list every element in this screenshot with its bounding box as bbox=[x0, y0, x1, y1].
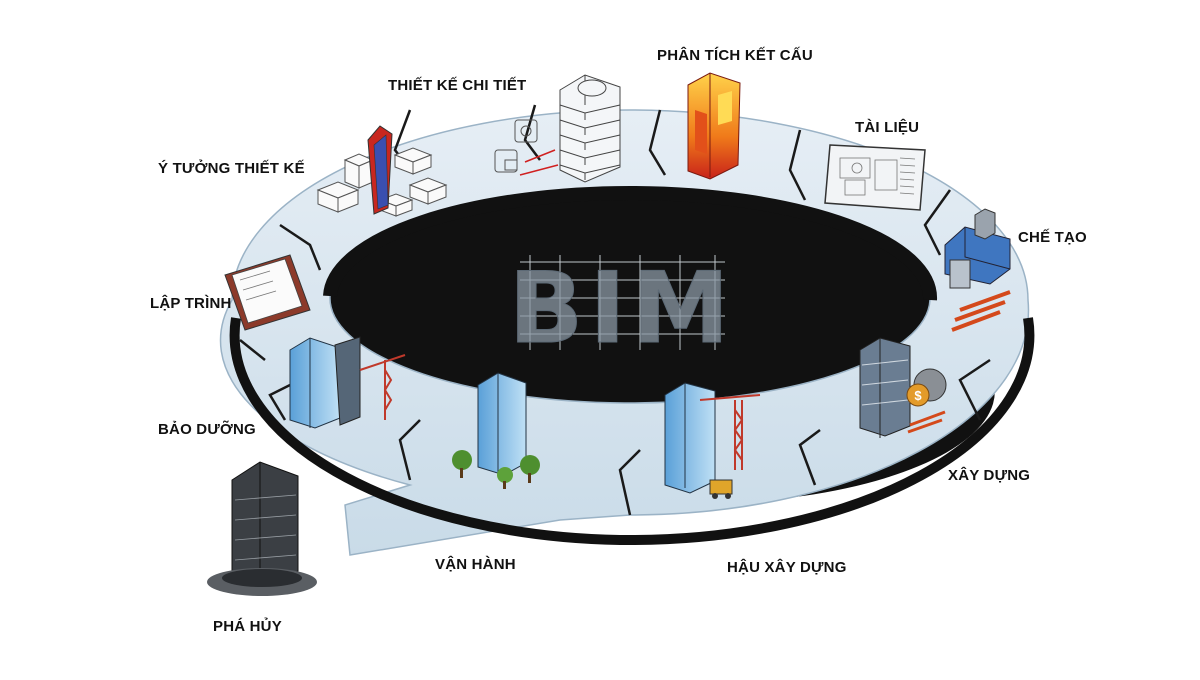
label-phan-tich-ket-cau: PHÂN TÍCH KẾT CẤU bbox=[657, 47, 813, 64]
ring-outer-edge bbox=[229, 317, 1035, 546]
tree-icon bbox=[452, 450, 540, 489]
dollar-icon: $ bbox=[914, 388, 922, 403]
label-van-hanh: VẬN HÀNH bbox=[435, 556, 516, 573]
label-y-tuong-thiet-ke: Ý TƯỞNG THIẾT KẾ bbox=[158, 160, 305, 177]
detailed-design-icon bbox=[494, 74, 621, 183]
demolition-icon bbox=[207, 461, 317, 596]
label-che-tao: CHẾ TẠO bbox=[1018, 229, 1087, 246]
segment-dividers bbox=[239, 104, 991, 516]
lifecycle-ring bbox=[219, 104, 1035, 556]
concept-massing-icon bbox=[316, 125, 448, 217]
bim-logo: BIM bbox=[508, 252, 736, 367]
construction-cost-icon: $ bbox=[859, 337, 947, 438]
label-hau-xay-dung: HẬU XÂY DỰNG bbox=[727, 559, 847, 576]
label-lap-trinh: LẬP TRÌNH bbox=[150, 295, 232, 312]
maintenance-icon bbox=[289, 336, 406, 429]
label-thiet-ke-chi-tiet: THIẾT KẾ CHI TIẾT bbox=[388, 77, 527, 94]
ring-inner-rim bbox=[323, 186, 938, 301]
planning-clipboard-icon bbox=[224, 254, 311, 331]
label-bao-duong: BẢO DƯỠNG bbox=[158, 421, 256, 438]
label-xay-dung: XÂY DỰNG bbox=[948, 467, 1031, 484]
structural-analysis-icon bbox=[687, 72, 741, 180]
label-tai-lieu: TÀI LIỆU bbox=[855, 119, 920, 136]
documentation-icon bbox=[824, 144, 926, 211]
bim-title: BIM bbox=[509, 252, 736, 366]
label-pha-huy: PHÁ HỦY bbox=[213, 618, 282, 635]
post-construction-icon bbox=[664, 382, 761, 499]
operation-icon bbox=[452, 372, 540, 489]
fabrication-icon bbox=[944, 208, 1011, 332]
